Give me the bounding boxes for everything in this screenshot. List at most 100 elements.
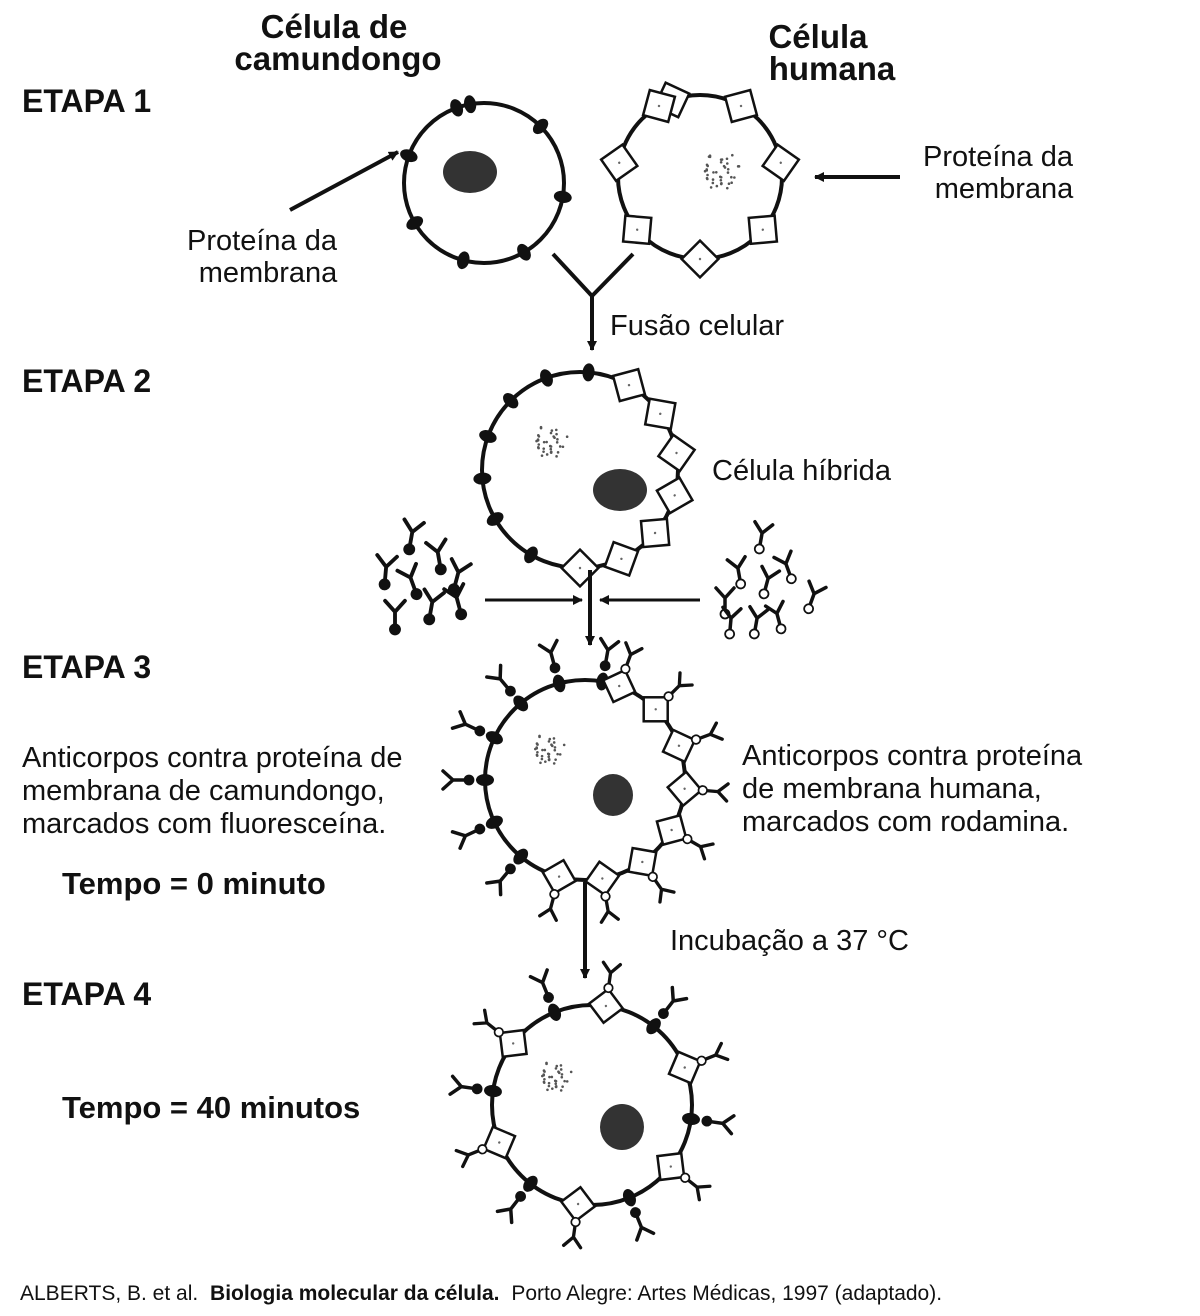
nucleus-dot [730, 181, 733, 185]
nucleus-dot [547, 1084, 551, 1088]
nucleus-dot [540, 754, 544, 758]
human-protein [583, 860, 621, 897]
nucleus-dot [541, 748, 544, 752]
fluorescein-antibody [630, 1207, 656, 1242]
nucleus-dot [554, 1067, 558, 1070]
human-protein [603, 540, 640, 578]
mouse-protein [476, 774, 494, 786]
mouse-protein [540, 369, 553, 387]
nucleus-dot [542, 440, 546, 444]
rhodamine-antibody [690, 721, 724, 745]
nucleus-dot [553, 748, 557, 752]
mouse-protein [646, 1018, 661, 1035]
labeled-cell-time40-nucleus [600, 1104, 644, 1150]
fluorescein-antibody [485, 863, 516, 897]
human-cell-title-line2: humana [769, 50, 896, 87]
mouse-protein [622, 1189, 636, 1207]
nucleus-dot [706, 173, 709, 177]
labeled-cell-time40 [448, 960, 736, 1250]
fluorescein-antibodies-group [375, 517, 473, 636]
mouse-protein [486, 512, 504, 526]
nucleus-dot [543, 748, 547, 752]
citation-authors: ALBERTS, B. et al. [20, 1282, 198, 1305]
nucleus-dot [733, 176, 736, 179]
nucleus-dot [726, 167, 730, 171]
nucleus-dot [719, 175, 723, 179]
mouse-protein [457, 251, 470, 270]
nucleus-dot [555, 455, 558, 458]
nucleus-dot [550, 744, 554, 748]
fluorescein-antibody [424, 537, 448, 576]
human-antibody-label-line3: marcados com rodamina. [742, 806, 1069, 838]
mouse-protein [485, 815, 503, 829]
nucleus-dot [552, 762, 556, 765]
hybrid-membrane-proteins [473, 363, 697, 589]
nucleus-dot [706, 164, 709, 168]
human-protein [656, 433, 697, 473]
nucleus-dot [706, 177, 709, 181]
mouse-antibody-label-line3: marcados com fluoresceína. [22, 808, 386, 840]
nucleus-dot [561, 445, 565, 449]
human-protein [643, 397, 677, 431]
nucleus-dot [552, 741, 556, 744]
rhodamine-antibody [561, 1216, 583, 1250]
mouse-protein [523, 1175, 538, 1192]
human-protein [587, 987, 625, 1025]
rhodamine-antibody [763, 599, 787, 635]
nucleus-dot [540, 454, 544, 457]
mouse-protein [473, 472, 492, 485]
nucleus-dot [551, 1087, 554, 1090]
nucleus-dot [555, 1064, 559, 1068]
nucleus-dot [712, 171, 715, 174]
nucleus-dot [709, 186, 713, 189]
nucleus-dot [542, 447, 546, 450]
nucleus-dot [553, 436, 556, 440]
human-protein [601, 668, 637, 704]
labeled-cell-time40-proteins [448, 960, 736, 1250]
human-protein [760, 142, 801, 183]
nucleus-dot [565, 1080, 569, 1083]
human-protein [627, 846, 658, 878]
nucleus-dot [535, 754, 539, 757]
nucleus-dot [719, 158, 723, 161]
nucleus-dot [727, 182, 731, 186]
rhodamine-antibody [663, 671, 694, 702]
nucleus-dot [730, 175, 733, 179]
human-protein-label-line1: Proteína da [923, 141, 1074, 173]
mouse-cell-title-line1: Célula de [261, 8, 408, 45]
fluorescein-antibody [701, 1114, 736, 1136]
hybrid-cell [473, 363, 697, 589]
fluorescein-antibody [658, 985, 689, 1019]
human-antibody-label-line2: de membrana humana, [742, 773, 1042, 805]
nucleus-dot [725, 186, 729, 190]
rhodamine-antibody [697, 782, 730, 803]
fusion-arrow [551, 252, 635, 351]
time-zero-label: Tempo = 0 minuto [62, 866, 326, 901]
hybrid-cell-nucleus-mouse [593, 469, 647, 511]
mouse-protein [406, 216, 424, 230]
nucleus-dot [549, 451, 553, 454]
human-protein [655, 475, 695, 515]
nucleus-dot [554, 1082, 558, 1086]
nucleus-dot [539, 761, 542, 765]
human-protein [661, 728, 697, 764]
labeled-cell-time0-nucleus [593, 774, 633, 816]
stage-3-label: ETAPA 3 [22, 649, 151, 685]
nucleus-dot [536, 750, 539, 754]
nucleus-dot [549, 445, 553, 448]
nucleus-dot [542, 450, 545, 453]
human-protein [611, 367, 647, 403]
nucleus-dot [705, 169, 709, 172]
human-protein [656, 1151, 686, 1182]
fusion-label: Fusão celular [610, 310, 784, 342]
nucleus-dot [539, 426, 543, 430]
nucleus-dot [711, 178, 715, 181]
mouse-protein [553, 190, 572, 204]
rhodamine-antibody [721, 605, 743, 640]
human-cell-title-line1: Célula [768, 18, 868, 55]
nucleus-dot [559, 1068, 563, 1071]
mouse-protein [479, 430, 497, 443]
incubation-label: Incubação a 37 °C [670, 925, 909, 957]
rhodamine-antibody [601, 960, 623, 994]
